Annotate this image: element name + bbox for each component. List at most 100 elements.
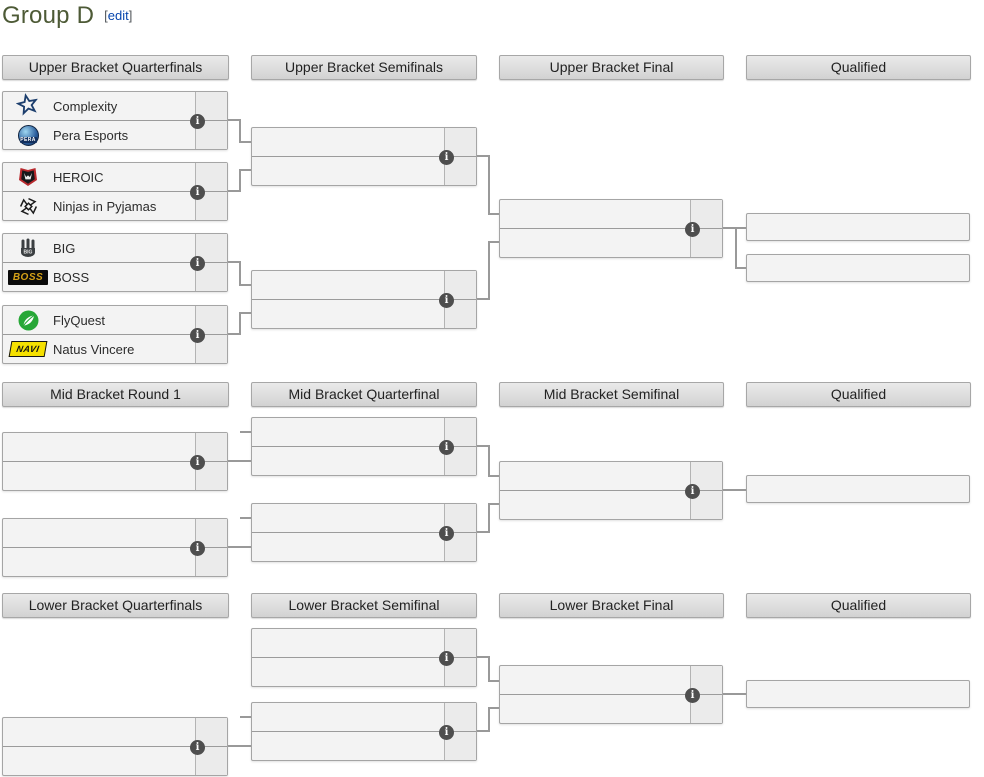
match-ub-final: i [499, 199, 723, 258]
connector-line [477, 531, 490, 533]
header-upper-semifinals: Upper Bracket Semifinals [251, 55, 477, 80]
team-name-flyquest[interactable]: FlyQuest [53, 312, 106, 328]
connector-line [477, 656, 490, 658]
edit-link[interactable]: edit [107, 8, 129, 23]
connector-stub [240, 716, 251, 718]
connector-line [239, 169, 251, 171]
big-logo-icon: BIG [3, 234, 53, 262]
connector-line [488, 503, 499, 505]
team-name-boss[interactable]: BOSS [53, 269, 90, 285]
page-title: Group D [2, 2, 95, 29]
info-icon[interactable]: i [685, 688, 700, 703]
team-name-big[interactable]: BIG [53, 240, 76, 256]
info-icon[interactable]: i [190, 455, 205, 470]
header-upper-qualified: Qualified [746, 55, 971, 80]
match-mb-qf1: i [251, 417, 477, 476]
pera-esports-logo-icon: PERA [3, 121, 53, 149]
info-icon[interactable]: i [190, 114, 205, 129]
team-name-complexity[interactable]: Complexity [53, 98, 118, 114]
info-icon[interactable]: i [190, 185, 205, 200]
connector-line [239, 312, 251, 314]
connector-line [488, 445, 490, 477]
info-icon[interactable]: i [439, 526, 454, 541]
connector-line [488, 213, 499, 215]
connector-line [488, 241, 490, 300]
connector-line [488, 707, 490, 732]
info-icon[interactable]: i [190, 256, 205, 271]
page-title-row: Group D [edit] [2, 2, 132, 30]
connector-line [488, 475, 499, 477]
connector-line [488, 241, 499, 243]
team-row: PERA Pera Esports [3, 120, 227, 149]
ninjas-in-pyjamas-logo-icon [3, 192, 53, 220]
info-icon[interactable]: i [685, 484, 700, 499]
connector-stub [240, 431, 251, 433]
score-cell [444, 504, 476, 532]
info-icon[interactable]: i [190, 541, 205, 556]
match-mb-sf: i [499, 461, 723, 520]
header-mid-quarterfinal: Mid Bracket Quarterfinal [251, 382, 477, 407]
match-lb-sf2: i [251, 702, 477, 761]
edit-section: [edit] [104, 8, 133, 23]
info-icon[interactable]: i [439, 725, 454, 740]
connector-line [723, 693, 746, 695]
info-icon[interactable]: i [439, 440, 454, 455]
flyquest-logo-icon [3, 306, 53, 334]
match-ub-qf3: BIG BIG BOSS BOSS i [2, 233, 228, 292]
qualified-slot-lb [746, 680, 970, 708]
team-name-pera[interactable]: Pera Esports [53, 127, 129, 143]
info-icon[interactable]: i [439, 651, 454, 666]
connector-line [488, 503, 490, 533]
qualified-slot-mb [746, 475, 970, 503]
info-icon[interactable]: i [190, 328, 205, 343]
connector-line [488, 656, 490, 682]
connector-line [228, 460, 251, 462]
info-icon[interactable]: i [685, 222, 700, 237]
connector-line [228, 333, 241, 335]
connector-line [239, 119, 241, 143]
match-mb-qf2: i [251, 503, 477, 562]
team-row: Ninjas in Pyjamas [3, 191, 227, 220]
team-name-navi[interactable]: Natus Vincere [53, 341, 135, 357]
connector-line [735, 267, 746, 269]
connector-line [488, 155, 490, 215]
header-mid-qualified: Qualified [746, 382, 971, 407]
match-lb-final: i [499, 665, 723, 724]
team-name-nip[interactable]: Ninjas in Pyjamas [53, 198, 157, 214]
match-ub-sf2: i [251, 270, 477, 329]
connector-line [228, 261, 241, 263]
header-lower-qualified: Qualified [746, 593, 971, 618]
connector-line [477, 730, 490, 732]
match-mb-r1-2: i [2, 518, 228, 577]
qualified-slot-ub-1 [746, 213, 970, 241]
info-icon[interactable]: i [190, 740, 205, 755]
team-row: NAVI Natus Vincere [3, 334, 227, 363]
connector-line [477, 298, 490, 300]
boss-logo-icon: BOSS [3, 263, 53, 291]
connector-line [228, 190, 241, 192]
connector-line [488, 707, 499, 709]
info-icon[interactable]: i [439, 293, 454, 308]
header-upper-final: Upper Bracket Final [499, 55, 724, 80]
svg-text:BIG: BIG [24, 250, 33, 256]
match-ub-qf2: HEROIC Ninjas in Pyjamas i [2, 162, 228, 221]
team-name-heroic[interactable]: HEROIC [53, 169, 104, 185]
header-upper-quarterfinals: Upper Bracket Quarterfinals [2, 55, 229, 80]
connector-stub [240, 517, 251, 519]
connector-line [228, 119, 241, 121]
complexity-logo-icon [3, 92, 53, 120]
connector-line [239, 169, 241, 192]
header-lower-final: Lower Bracket Final [499, 593, 724, 618]
connector-line [239, 284, 251, 286]
info-icon[interactable]: i [439, 150, 454, 165]
heroic-logo-icon [3, 163, 53, 191]
team-row-empty [252, 504, 476, 532]
connector-line [735, 227, 737, 269]
qualified-slot-ub-2 [746, 254, 970, 282]
team-row-empty [252, 657, 476, 686]
header-mid-round1: Mid Bracket Round 1 [2, 382, 229, 407]
connector-line [723, 227, 746, 229]
connector-line [239, 261, 241, 286]
header-mid-semifinal: Mid Bracket Semifinal [499, 382, 724, 407]
